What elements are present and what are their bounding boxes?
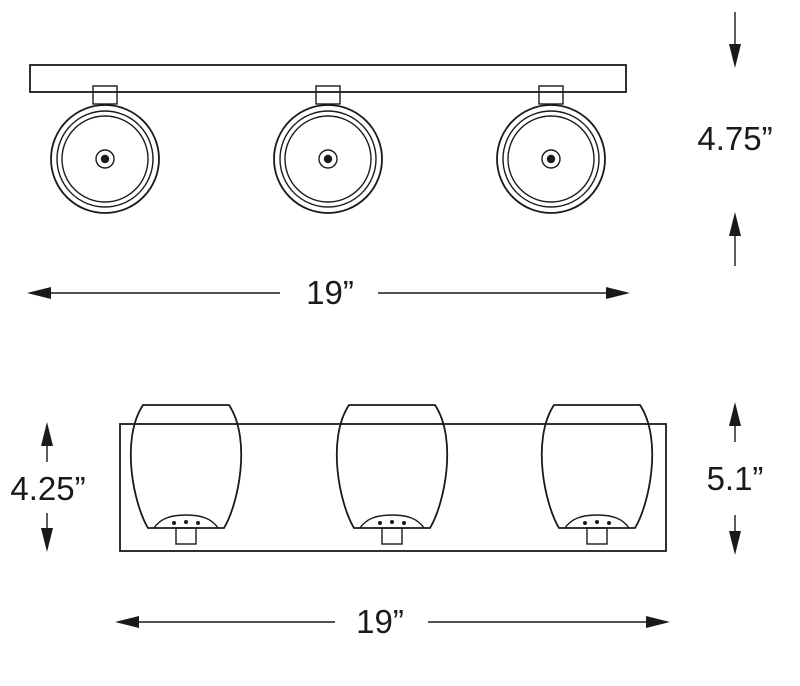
- front-shade-right: [540, 404, 654, 545]
- front-shade-left: [129, 404, 243, 545]
- top-lamp-right: [496, 85, 606, 214]
- front-overall-height-label: 5.1”: [707, 460, 764, 497]
- top-depth-label: 4.75”: [697, 120, 772, 157]
- front-view: 4.25” 5.1” 19”: [10, 402, 763, 640]
- front-backplate: [119, 423, 667, 552]
- top-lamp-left: [50, 85, 160, 214]
- top-view: 19” 4.75”: [27, 12, 773, 311]
- front-backplate-height-label: 4.25”: [10, 470, 85, 507]
- front-shade-center: [335, 404, 449, 545]
- front-width-label: 19”: [356, 603, 404, 640]
- top-width-label: 19”: [306, 274, 354, 311]
- top-mounting-bar: [29, 64, 627, 93]
- top-lamp-center: [273, 85, 383, 214]
